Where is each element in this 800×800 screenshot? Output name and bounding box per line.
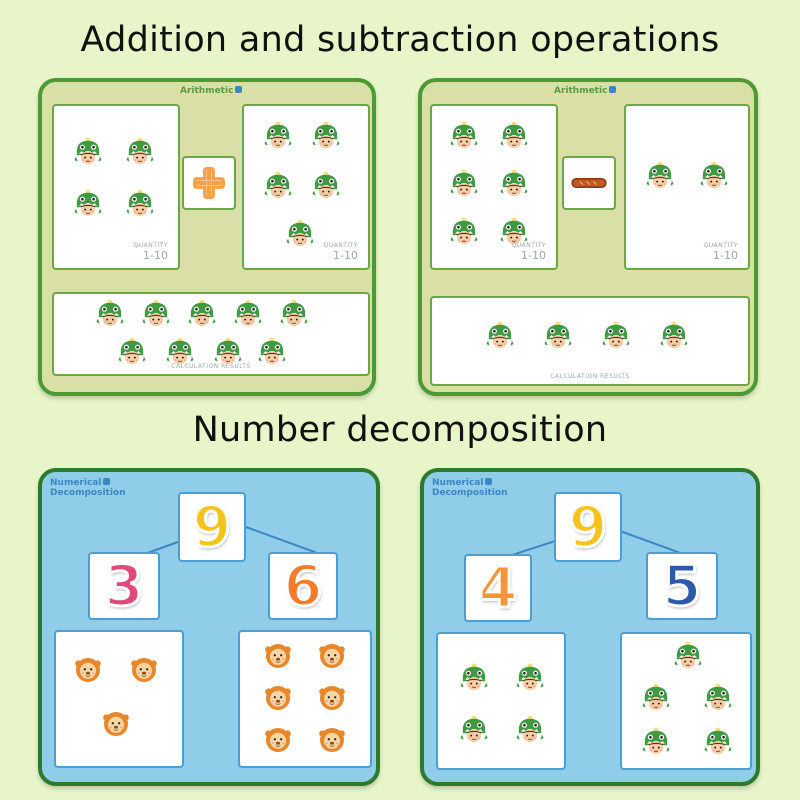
dino-icon[interactable] <box>498 120 530 152</box>
digit-left-part: 3 <box>103 552 145 620</box>
result-label: CALCULATION RESULTS <box>171 363 251 370</box>
dino-icon[interactable] <box>702 682 734 714</box>
decomposition-board-dinos: Numerical Decomposition 9 4 5 <box>420 468 760 786</box>
dino-icon[interactable] <box>232 298 264 330</box>
total-number-tile[interactable]: 9 <box>554 492 622 562</box>
dino-icon[interactable] <box>698 160 730 192</box>
left-part-tile[interactable]: 3 <box>88 552 160 620</box>
lion-icon[interactable] <box>128 654 160 686</box>
heading-addition-subtraction: Addition and subtraction operations <box>80 20 720 60</box>
dino-icon[interactable] <box>124 136 156 168</box>
right-part-tile[interactable]: 6 <box>268 552 338 620</box>
lion-icon[interactable] <box>100 708 132 740</box>
dino-icon[interactable] <box>644 160 676 192</box>
badge-icon <box>235 86 243 93</box>
result-card: CALCULATION RESULTS <box>430 296 750 386</box>
dino-icon[interactable] <box>458 714 490 746</box>
dino-icon[interactable] <box>262 170 294 202</box>
dino-icon[interactable] <box>448 216 480 248</box>
dino-icon[interactable] <box>284 218 316 250</box>
dino-icon[interactable] <box>498 168 530 200</box>
operator-tile-minus[interactable] <box>562 156 616 210</box>
dino-icon[interactable] <box>278 298 310 330</box>
board-title-decomposition: Numerical Decomposition <box>50 478 126 498</box>
lion-icon[interactable] <box>72 654 104 686</box>
left-part-tile[interactable]: 4 <box>464 554 532 622</box>
badge-icon <box>485 478 493 485</box>
right-part-card <box>620 632 752 770</box>
dino-icon[interactable] <box>448 120 480 152</box>
digit-left-part: 4 <box>477 554 519 622</box>
dino-icon[interactable] <box>600 320 632 352</box>
dino-icon[interactable] <box>640 682 672 714</box>
board-title-arithmetic: Arithmetic <box>180 86 243 96</box>
dino-icon[interactable] <box>310 170 342 202</box>
dino-icon[interactable] <box>448 168 480 200</box>
dino-icon[interactable] <box>458 662 490 694</box>
dino-icon[interactable] <box>94 298 126 330</box>
digit-right-part: 6 <box>282 552 324 620</box>
dino-icon[interactable] <box>140 298 172 330</box>
badge-icon <box>103 478 111 485</box>
result-card: CALCULATION RESULTS <box>52 292 370 376</box>
decomposition-board-lions: Numerical Decomposition 9 3 6 <box>38 468 380 786</box>
digit-total: 9 <box>567 493 609 561</box>
digit-right-part: 5 <box>661 552 703 620</box>
lion-icon[interactable] <box>316 640 348 672</box>
lion-icon[interactable] <box>262 640 294 672</box>
dino-icon[interactable] <box>658 320 690 352</box>
dino-icon[interactable] <box>124 188 156 220</box>
dino-icon[interactable] <box>702 726 734 758</box>
right-part-tile[interactable]: 5 <box>646 552 718 620</box>
left-part-card <box>436 632 566 770</box>
dino-icon[interactable] <box>484 320 516 352</box>
digit-total: 9 <box>191 493 233 561</box>
left-part-card <box>54 630 184 768</box>
dino-icon[interactable] <box>310 120 342 152</box>
lion-icon[interactable] <box>316 724 348 756</box>
heading-number-decomposition: Number decomposition <box>192 410 608 450</box>
result-label: CALCULATION RESULTS <box>550 373 630 380</box>
plus-icon <box>193 167 225 199</box>
dino-icon[interactable] <box>672 640 704 672</box>
dino-icon[interactable] <box>514 662 546 694</box>
dino-icon[interactable] <box>640 726 672 758</box>
dino-icon[interactable] <box>514 714 546 746</box>
right-part-card <box>238 630 372 768</box>
lion-icon[interactable] <box>262 724 294 756</box>
lion-icon[interactable] <box>316 682 348 714</box>
total-number-tile[interactable]: 9 <box>178 492 246 562</box>
connector-line <box>245 526 316 554</box>
board-title-arithmetic: Arithmetic <box>554 86 617 96</box>
dino-icon[interactable] <box>72 188 104 220</box>
dino-icon[interactable] <box>186 298 218 330</box>
lion-icon[interactable] <box>262 682 294 714</box>
dino-icon[interactable] <box>542 320 574 352</box>
dino-icon[interactable] <box>262 120 294 152</box>
operator-tile-plus[interactable] <box>182 156 236 210</box>
badge-icon <box>609 86 617 93</box>
dino-icon[interactable] <box>72 136 104 168</box>
board-title-decomposition: Numerical Decomposition <box>432 478 508 498</box>
minus-icon <box>571 177 607 189</box>
